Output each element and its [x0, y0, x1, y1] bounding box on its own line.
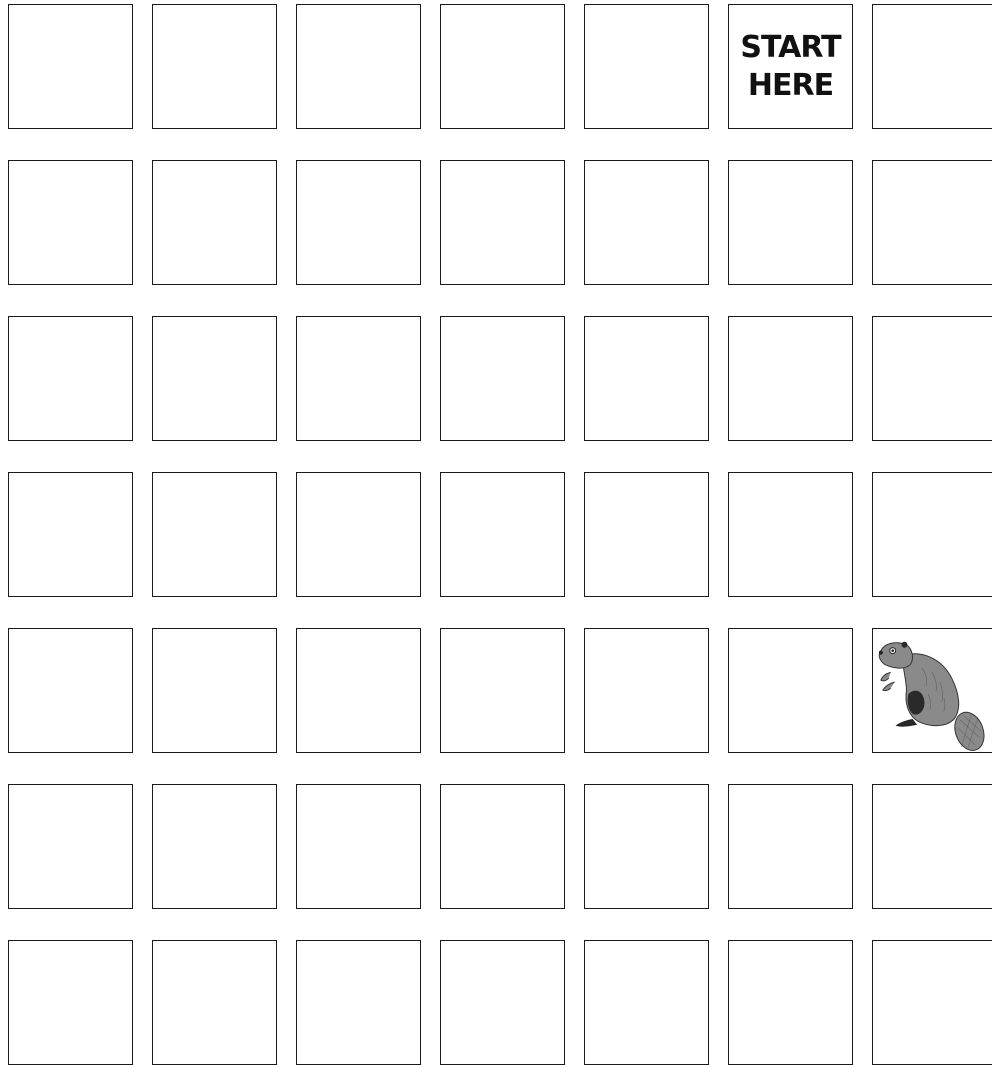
board-cell-r6-c7[interactable]: [872, 784, 992, 909]
board-cell-r2-c1[interactable]: [8, 160, 133, 285]
board-cell-r1-c5[interactable]: [584, 4, 709, 129]
board-cell-r6-c3[interactable]: [296, 784, 421, 909]
board-cell-r3-c3[interactable]: [296, 316, 421, 441]
board-cell-r5-c1[interactable]: [8, 628, 133, 753]
board-cell-r5-c4[interactable]: [440, 628, 565, 753]
beaver-cell[interactable]: [872, 628, 992, 753]
board-cell-r5-c6[interactable]: [728, 628, 853, 753]
board-cell-r1-c7[interactable]: [872, 4, 992, 129]
board-cell-r2-c7[interactable]: [872, 160, 992, 285]
board-cell-r6-c4[interactable]: [440, 784, 565, 909]
board-cell-r6-c1[interactable]: [8, 784, 133, 909]
board-cell-r2-c4[interactable]: [440, 160, 565, 285]
board-cell-r2-c5[interactable]: [584, 160, 709, 285]
board-cell-r4-c6[interactable]: [728, 472, 853, 597]
board-cell-r1-c2[interactable]: [152, 4, 277, 129]
board-cell-r7-c6[interactable]: [728, 940, 853, 1065]
board-cell-r6-c2[interactable]: [152, 784, 277, 909]
board-cell-r4-c5[interactable]: [584, 472, 709, 597]
board-cell-r5-c5[interactable]: [584, 628, 709, 753]
board-cell-r3-c1[interactable]: [8, 316, 133, 441]
board-cell-r7-c4[interactable]: [440, 940, 565, 1065]
board-cell-r1-c4[interactable]: [440, 4, 565, 129]
board-cell-r7-c7[interactable]: [872, 940, 992, 1065]
beaver-icon: [873, 629, 992, 752]
board-cell-r2-c3[interactable]: [296, 160, 421, 285]
start-label-line: HERE: [740, 67, 840, 105]
board-cell-r3-c5[interactable]: [584, 316, 709, 441]
board-cell-r2-c6[interactable]: [728, 160, 853, 285]
board-cell-r6-c5[interactable]: [584, 784, 709, 909]
board-cell-r4-c1[interactable]: [8, 472, 133, 597]
board-cell-r3-c4[interactable]: [440, 316, 565, 441]
board-cell-r6-c6[interactable]: [728, 784, 853, 909]
start-label-line: START: [740, 29, 840, 67]
board-cell-r3-c2[interactable]: [152, 316, 277, 441]
board-cell-r1-c1[interactable]: [8, 4, 133, 129]
board-cell-r2-c2[interactable]: [152, 160, 277, 285]
board-cell-r4-c7[interactable]: [872, 472, 992, 597]
board-cell-r3-c7[interactable]: [872, 316, 992, 441]
board-cell-r7-c5[interactable]: [584, 940, 709, 1065]
board-cell-r3-c6[interactable]: [728, 316, 853, 441]
board-cell-r4-c4[interactable]: [440, 472, 565, 597]
board-cell-r5-c3[interactable]: [296, 628, 421, 753]
board-cell-r1-c3[interactable]: [296, 4, 421, 129]
board-cell-r7-c2[interactable]: [152, 940, 277, 1065]
board-cell-r7-c1[interactable]: [8, 940, 133, 1065]
board-cell-r5-c2[interactable]: [152, 628, 277, 753]
board-cell-r4-c2[interactable]: [152, 472, 277, 597]
board-cell-r7-c3[interactable]: [296, 940, 421, 1065]
board-cell-r4-c3[interactable]: [296, 472, 421, 597]
